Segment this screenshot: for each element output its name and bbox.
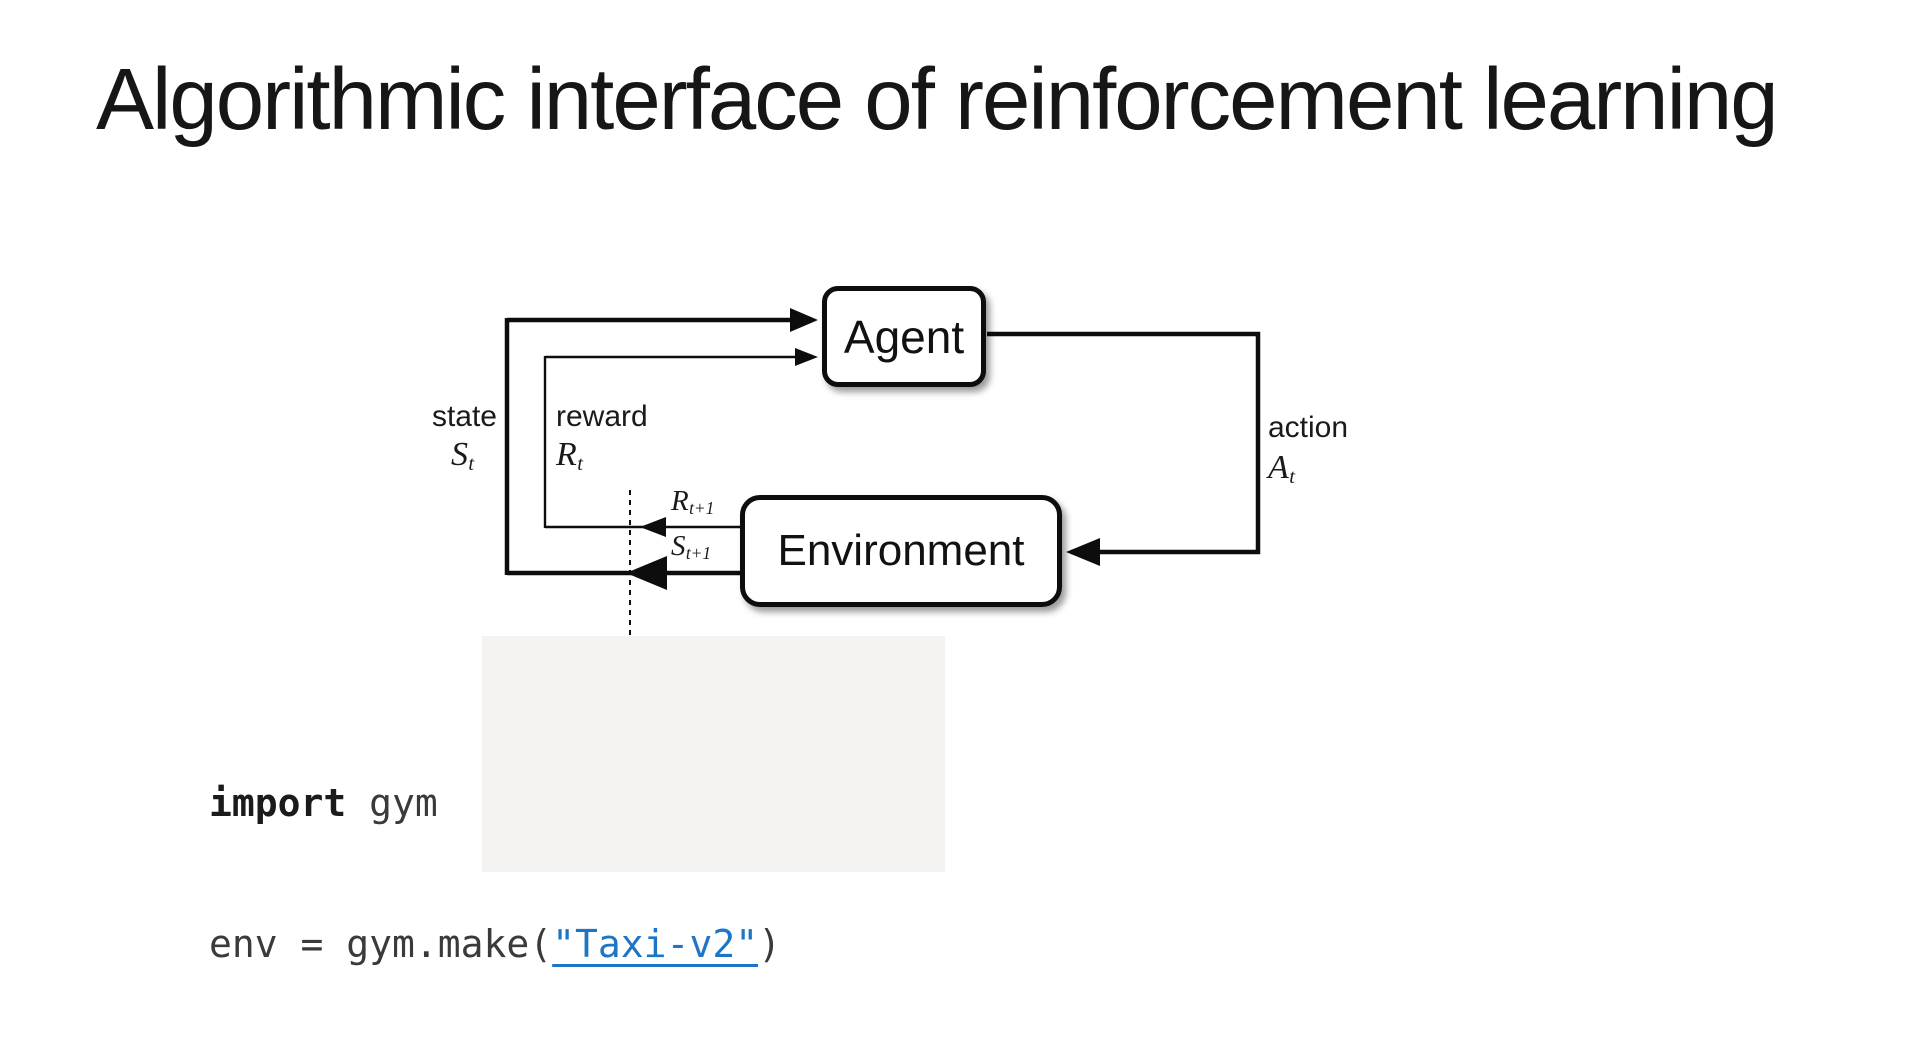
code-background-patch <box>482 636 945 872</box>
state-symbol: St <box>451 436 475 476</box>
next-state-symbol-subscript: t+1 <box>685 543 712 564</box>
next-reward-symbol-letter: R <box>671 485 689 517</box>
action-arrowhead-icon <box>1066 538 1100 566</box>
code-text: gym <box>346 781 438 825</box>
reward-label: reward <box>556 400 648 433</box>
reward-arrowhead-icon <box>795 348 818 366</box>
next-reward-symbol: Rt+1 <box>671 485 715 519</box>
action-symbol-letter: A <box>1268 449 1289 486</box>
next-state-symbol: St+1 <box>671 530 712 564</box>
keyword-import: import <box>209 781 347 825</box>
code-line-env-make: env = gym.make("Taxi-v2") <box>209 921 1444 968</box>
action-symbol: At <box>1268 449 1295 489</box>
code-text: env = gym.make( <box>209 922 553 966</box>
reward-symbol-subscript: t <box>577 453 583 476</box>
code-block: import gym env = gym.make("Taxi-v2") obs… <box>209 686 1444 1048</box>
agent-node-label: Agent <box>843 310 965 363</box>
action-line <box>987 331 1261 555</box>
state-label: state <box>431 400 497 433</box>
page-title: Algorithmic interface of reinforcement l… <box>96 51 1779 148</box>
next-state-symbol-letter: S <box>671 530 686 562</box>
state-symbol-subscript: t <box>468 453 475 476</box>
action-label: action <box>1268 411 1349 444</box>
next-reward-symbol-subscript: t+1 <box>689 498 715 519</box>
agent-node: Agent <box>822 286 986 387</box>
taxi-v2-link[interactable]: "Taxi-v2" <box>552 922 759 966</box>
reward-symbol-letter: R <box>556 436 577 473</box>
next-state-arrowhead-icon <box>626 556 667 590</box>
action-symbol-subscript: t <box>1289 466 1295 489</box>
code-line-import: import gym <box>209 780 1444 827</box>
environment-node: Environment <box>740 495 1062 607</box>
state-arrowhead-icon <box>790 308 818 332</box>
state-loop-lines <box>504 317 1261 576</box>
next-reward-arrowhead-icon <box>640 517 666 537</box>
state-symbol-letter: S <box>451 436 468 473</box>
code-text: ) <box>758 922 781 966</box>
arrowheads <box>626 308 1100 590</box>
environment-node-label: Environment <box>777 526 1025 575</box>
reward-symbol: Rt <box>556 436 583 476</box>
